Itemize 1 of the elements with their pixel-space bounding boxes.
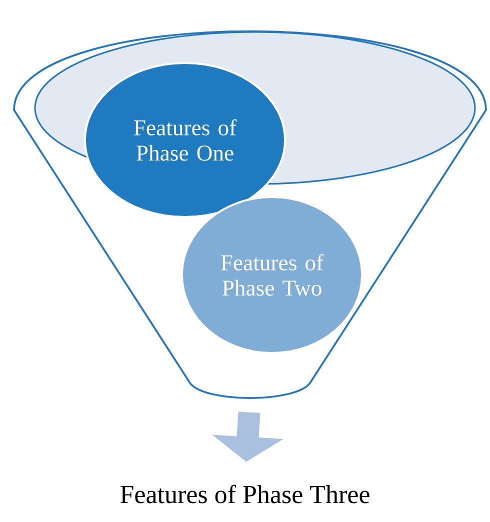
result-label: Features of Phase Three: [120, 484, 370, 504]
